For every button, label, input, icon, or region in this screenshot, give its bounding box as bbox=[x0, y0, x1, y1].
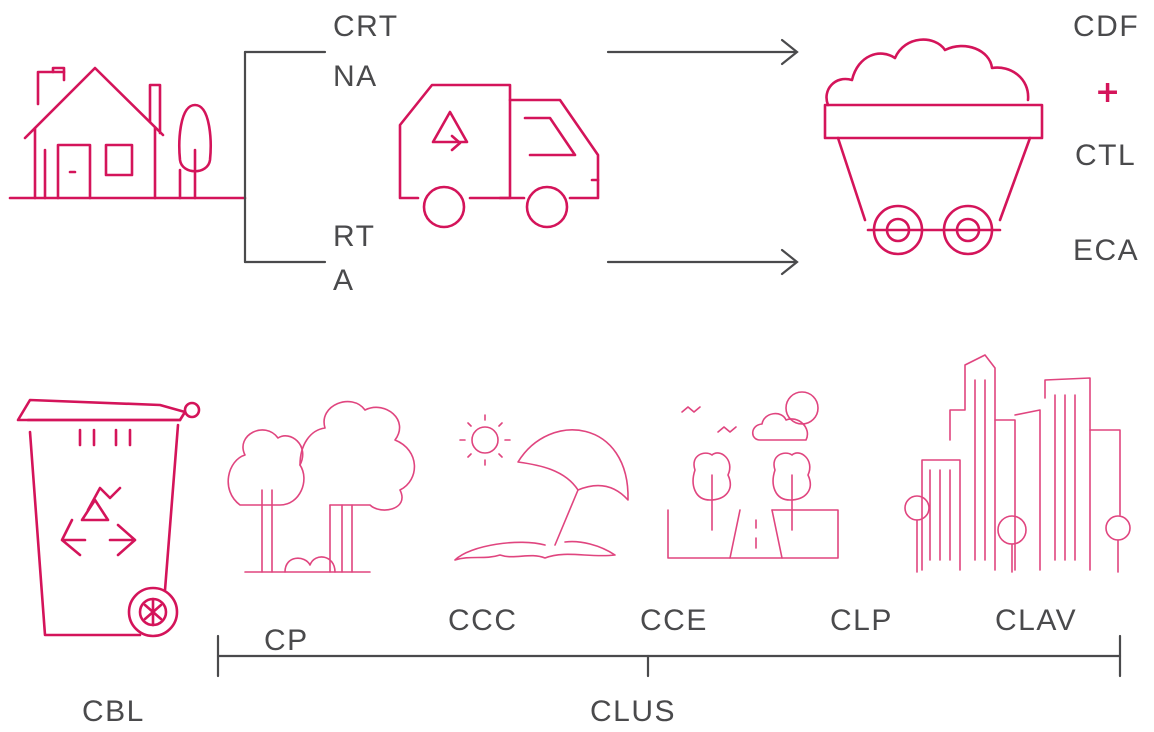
output-first-label: CDF bbox=[1073, 10, 1140, 43]
trees-icon bbox=[227, 400, 416, 573]
scene-label-clav: CLAV bbox=[995, 604, 1078, 637]
house-icon bbox=[8, 66, 247, 200]
bird-icon bbox=[681, 406, 737, 433]
branch-lower-label-1: RT bbox=[333, 220, 376, 253]
plus-sign: + bbox=[1095, 75, 1121, 110]
cloud-icon bbox=[751, 391, 819, 441]
sun-icon bbox=[459, 414, 511, 466]
branch-bracket bbox=[243, 50, 327, 264]
branch-lower-label-2: A bbox=[333, 264, 355, 297]
bin-label: CBL bbox=[82, 695, 145, 728]
scale-bar bbox=[216, 634, 1122, 678]
scene-label-ccc: CCC bbox=[448, 604, 518, 637]
city-buildings-icon bbox=[904, 354, 1131, 573]
scale-center-label: CLUS bbox=[590, 695, 677, 728]
scene-label-clp: CLP bbox=[830, 604, 893, 637]
branch-upper-label-1: CRT bbox=[333, 10, 399, 43]
branch-upper-label-2: NA bbox=[333, 60, 378, 93]
recycling-bin-icon bbox=[16, 398, 201, 638]
arrow-lower-icon bbox=[606, 248, 799, 276]
scene-label-cp: CP bbox=[264, 624, 309, 657]
beach-umbrella-icon bbox=[454, 414, 629, 561]
scene-label-cce: CCE bbox=[640, 604, 708, 637]
garbage-truck-icon bbox=[398, 83, 600, 229]
output-second-label: CTL bbox=[1075, 139, 1137, 172]
landscape-road-icon bbox=[667, 391, 839, 559]
mine-cart-icon bbox=[823, 38, 1044, 256]
arrow-upper-icon bbox=[606, 38, 799, 66]
output-third-label: ECA bbox=[1073, 234, 1140, 267]
